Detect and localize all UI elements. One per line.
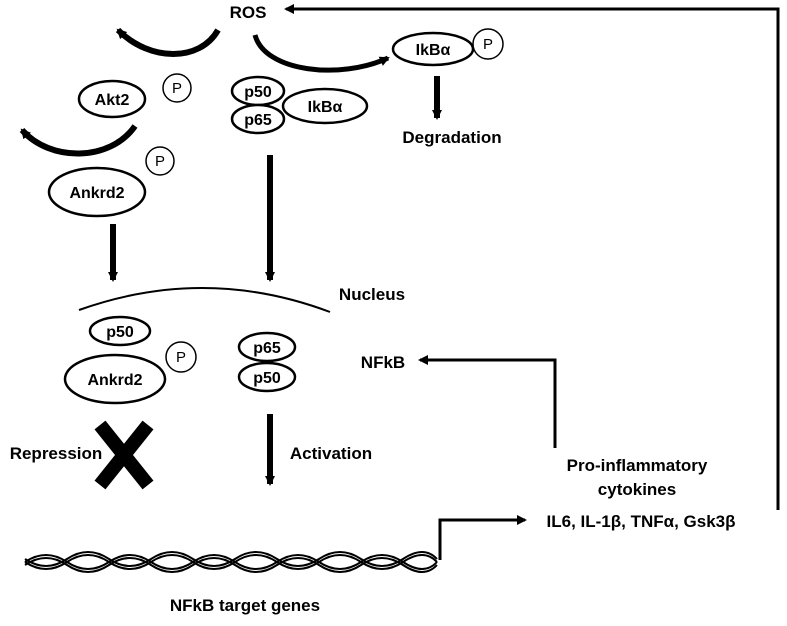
ankrd2-bottom-phospho-circle	[165, 341, 197, 373]
ikba-phospho-label: P	[483, 36, 493, 53]
ankrd2-top-phospho-circle	[145, 146, 175, 176]
ankrd2-bottom-node	[63, 353, 167, 405]
target-genes-label: NFkB target genes	[170, 596, 320, 615]
ankrd2-top-node	[47, 166, 147, 218]
degradation-label: Degradation	[402, 128, 501, 147]
ros-to-ikba-curved-arrow	[252, 34, 390, 73]
cytokines-line2: cytokines	[598, 480, 676, 499]
akt2-phospho-circle	[162, 73, 192, 103]
ikba-complex-label: IkBα	[308, 99, 343, 116]
ankrd2-bottom-phospho-label: P	[176, 349, 186, 366]
repression-label: Repression	[10, 444, 103, 463]
p50-bottom-right-node	[237, 361, 297, 393]
ros-label: ROS	[230, 3, 267, 22]
cytokines-line3: IL6, IL-1β, TNFα, Gsk3β	[547, 512, 736, 531]
p50-bottom-left-node	[88, 315, 152, 347]
ankrd2-top-label: Ankrd2	[69, 185, 124, 202]
ikba-complex-node	[281, 87, 369, 125]
p65-top-label: p65	[244, 112, 272, 129]
nuclear-membrane	[78, 287, 331, 313]
ankrd2-bottom-label: Ankrd2	[87, 372, 142, 389]
akt2-phospho-label: P	[172, 80, 182, 97]
p65-bottom-node	[237, 331, 297, 363]
ankrd2-top-phospho-label: P	[155, 153, 165, 170]
p65-bottom-label: p65	[253, 340, 281, 357]
repression-x-icon	[94, 420, 154, 490]
ikba-phospho-circle	[472, 28, 504, 60]
cytokines-line1: Pro-inflammatory	[567, 456, 708, 475]
p50-top-label: p50	[244, 84, 272, 101]
p50-bottom-right-label: p50	[253, 370, 281, 387]
ros-to-akt2-curved-arrow	[115, 27, 221, 57]
activation-label: Activation	[290, 444, 372, 463]
akt2-node	[77, 79, 147, 119]
ikba-free-label: IkBα	[416, 42, 451, 59]
p50-bottom-left-label: p50	[106, 324, 134, 341]
feedback-to-ros-arrow	[284, 4, 780, 510]
akt2-to-ankrd2-curved-arrow	[19, 124, 138, 157]
genes-to-cytokines-arrow	[438, 515, 527, 560]
cytokines-to-nfkb-arrow	[418, 355, 557, 448]
nfkb-label: NFkB	[361, 353, 405, 372]
akt2-label: Akt2	[95, 92, 130, 109]
nucleus-label: Nucleus	[339, 285, 405, 304]
dna-helix-icon	[24, 551, 438, 573]
p65-top-node	[230, 103, 286, 135]
ikba-free-node	[391, 31, 475, 67]
